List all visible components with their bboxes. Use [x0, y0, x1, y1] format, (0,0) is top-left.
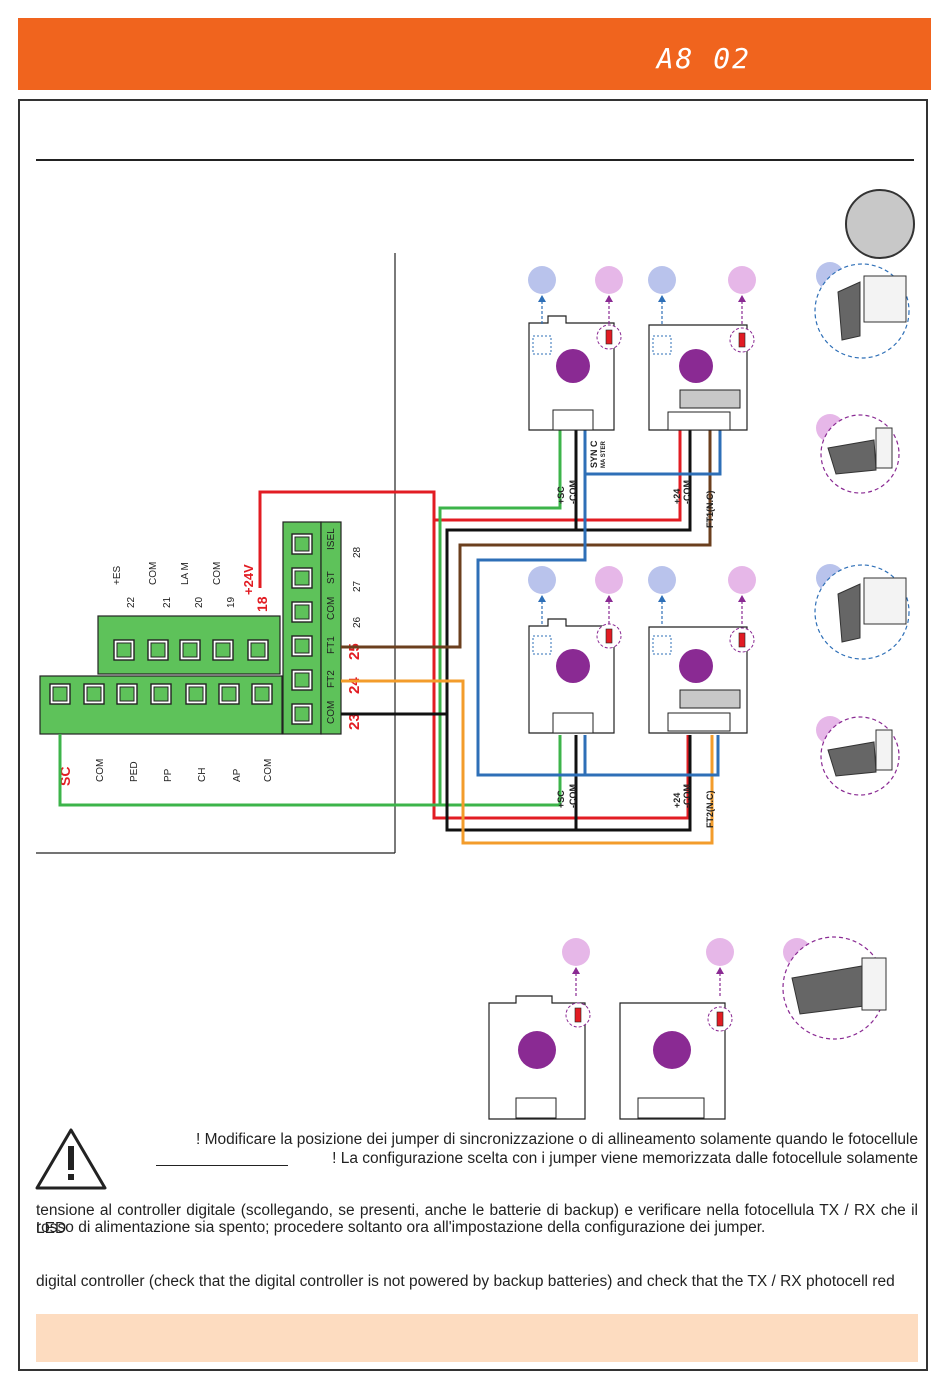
- warning-line-3: tensione al controller digitale (scolleg…: [36, 1202, 918, 1237]
- terminal-number-right: 28: [352, 546, 363, 558]
- terminal-number-top: 22: [126, 596, 137, 608]
- terminal-screw-right: [291, 635, 313, 657]
- terminal-number-top: 20: [194, 596, 205, 608]
- jumper-detail-4: [820, 716, 900, 796]
- warning-line-5: digital controller (check that the digit…: [36, 1273, 895, 1290]
- align-jumper-bubble: [595, 566, 623, 624]
- terminal-screw-top: [179, 639, 201, 661]
- wire-label-top: MA STER: [601, 441, 607, 468]
- jumper-detail-5: [782, 936, 887, 1040]
- terminal-block-bottom: [39, 675, 283, 735]
- sync-jumper-header: [532, 335, 552, 355]
- terminal-label-right: ISEL: [326, 528, 337, 550]
- wire-label-top: +24: [672, 489, 682, 504]
- warning-line-2: ! La configurazione scelta con i jumper …: [332, 1150, 918, 1167]
- terminal-screw-bottom: [185, 683, 207, 705]
- terminal-label-top: +ES: [112, 565, 123, 585]
- terminal-block-top: [97, 615, 281, 675]
- terminal-label-top: LA M: [180, 562, 191, 585]
- align-jumper-bubble: [728, 566, 756, 624]
- photocell-tx-bottom: [488, 995, 586, 1120]
- terminal-number-right: 23: [346, 713, 363, 730]
- page-frame: [18, 99, 928, 1371]
- terminal-number-right: 27: [352, 580, 363, 592]
- align-jumper-bubble: [728, 266, 756, 324]
- sync-jumper-bubble: [648, 266, 676, 324]
- photocell-rx-top: [648, 324, 748, 431]
- wire-group: [58, 430, 722, 845]
- terminal-label-bottom: PED: [129, 761, 140, 782]
- section-circle-badge: [845, 189, 915, 259]
- note-bar: [36, 1314, 918, 1362]
- page-code: A8 02: [656, 42, 751, 75]
- wire-label-top: SYN C: [589, 440, 599, 468]
- terminal-screw-bottom: [150, 683, 172, 705]
- wire-label-top: -COM: [682, 480, 692, 504]
- terminal-screw-right: [291, 601, 313, 623]
- terminal-label-top: COM: [212, 562, 223, 585]
- terminal-label-right: COM: [326, 701, 337, 724]
- terminal-number-right: 24: [346, 677, 363, 694]
- warning-underline: [156, 1165, 288, 1166]
- terminal-screw-right: [291, 703, 313, 725]
- wire-label-bottom: -COM: [682, 784, 692, 808]
- wire-label-top: +SC: [556, 486, 566, 504]
- sync-jumper-header: [532, 635, 552, 655]
- warning-line-1: ! Modificare la posizione dei jumper di …: [195, 1131, 918, 1148]
- terminal-block-right: [282, 521, 342, 735]
- terminal-number-top: 18: [254, 596, 270, 612]
- terminal-screw-top: [212, 639, 234, 661]
- photocell-rx-middle: [648, 626, 748, 734]
- wire-label-top: -COM: [568, 480, 578, 504]
- terminal-screw-top: [147, 639, 169, 661]
- terminal-screw-right: [291, 567, 313, 589]
- align-jumper-bubble: [562, 938, 590, 996]
- terminal-label-right: COM: [326, 597, 337, 620]
- jumper-detail-2: [820, 414, 900, 494]
- wire-label-bottom: FT2(N.C): [705, 791, 715, 829]
- terminal-number-right: 26: [352, 616, 363, 628]
- terminal-label-top: COM: [148, 562, 159, 585]
- terminal-screw-top: [247, 639, 269, 661]
- wire-label-bottom: +24: [672, 793, 682, 808]
- terminal-screw-right: [291, 669, 313, 691]
- terminal-screw-bottom: [116, 683, 138, 705]
- wire-label-top: FT1(N.C): [705, 491, 715, 529]
- terminal-label-right: ST: [326, 571, 337, 584]
- terminal-number-top: 19: [226, 596, 237, 608]
- warning-line-4: rosso di alimentazione sia spento; proce…: [36, 1219, 766, 1236]
- terminal-label-bottom: CH: [197, 768, 208, 782]
- sync-jumper-header: [652, 335, 672, 355]
- jumper-detail-3: [814, 564, 910, 660]
- photocell-rx-bottom: [619, 1002, 726, 1120]
- terminal-label-top: +24V: [241, 564, 256, 595]
- header-bar: A8 02: [18, 18, 931, 90]
- terminal-screw-top: [113, 639, 135, 661]
- terminal-number-top: 21: [162, 596, 173, 608]
- terminal-screw-bottom: [251, 683, 273, 705]
- terminal-screw-bottom: [49, 683, 71, 705]
- terminal-label-bottom: AP: [232, 768, 243, 782]
- terminal-label-right: FT1: [326, 636, 337, 654]
- wire-label-bottom: +SC: [556, 790, 566, 808]
- title-rule: [36, 159, 914, 161]
- align-jumper-bubble: [595, 266, 623, 324]
- terminal-label-bottom: COM: [263, 759, 274, 782]
- sync-jumper-bubble: [528, 266, 556, 324]
- terminal-label-bottom: PP: [163, 768, 174, 782]
- terminal-screw-bottom: [218, 683, 240, 705]
- align-jumper-bubble: [706, 938, 734, 996]
- terminal-label-right: FT2: [326, 670, 337, 688]
- jumper-detail-1: [814, 263, 910, 359]
- sync-jumper-header: [652, 635, 672, 655]
- warning-triangle-icon: [35, 1128, 107, 1190]
- terminal-screw-bottom: [83, 683, 105, 705]
- wire-label-bottom: -COM: [568, 784, 578, 808]
- terminal-screw-right: [291, 533, 313, 555]
- sync-jumper-bubble: [648, 566, 676, 624]
- sync-jumper-bubble: [528, 566, 556, 624]
- terminal-label-bottom: COM: [95, 759, 106, 782]
